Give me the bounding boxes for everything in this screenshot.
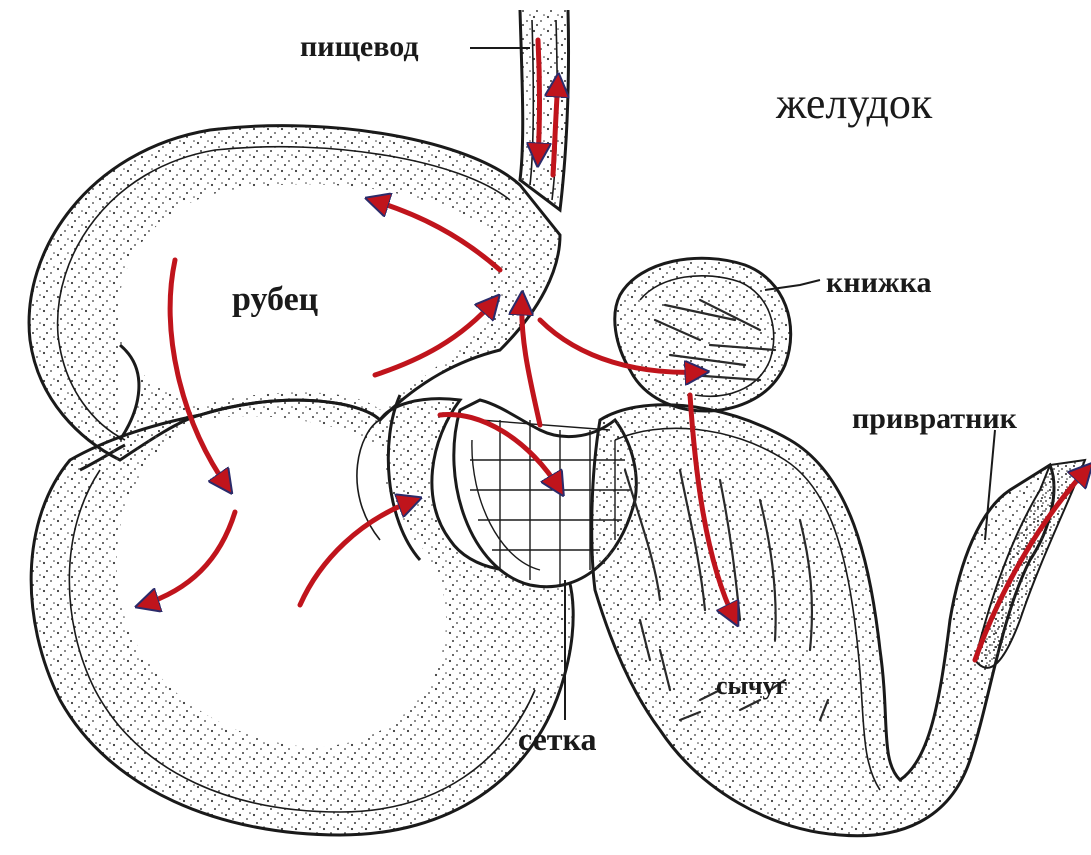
- arrow-esophagus-down: [538, 40, 540, 160]
- omasum: [615, 258, 791, 411]
- label-esophagus: пищевод: [300, 30, 419, 63]
- diagram-title: желудок: [775, 79, 933, 128]
- esophagus: [520, 10, 569, 210]
- label-rumen: рубец: [232, 281, 319, 318]
- label-abomasum: сычуг: [716, 671, 788, 700]
- label-reticulum: сетка: [518, 721, 596, 757]
- label-pylorus: привратник: [852, 402, 1018, 435]
- abomasum: [592, 405, 1054, 836]
- label-omasum: книжка: [826, 266, 931, 299]
